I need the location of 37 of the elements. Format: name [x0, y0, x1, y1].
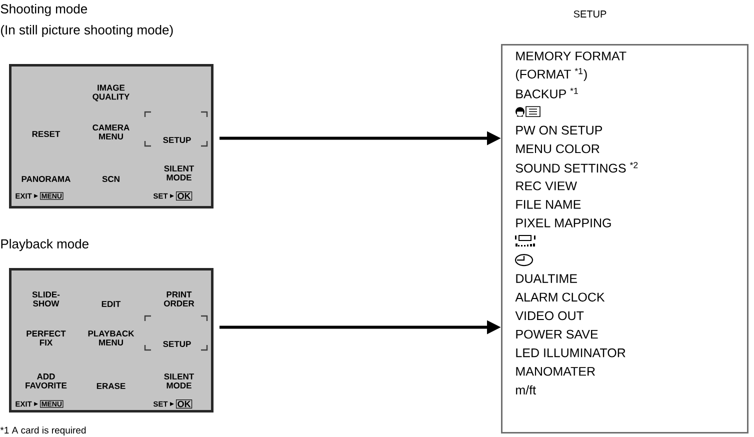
menu-option: MENU COLOR	[516, 144, 600, 154]
node-label: Shooting mode	[0, 4, 88, 16]
menu-item: PRINT ORDER	[164, 292, 194, 306]
node-label: (In still picture shooting mode)	[1, 24, 173, 38]
menu-item: SILENT MODE	[164, 374, 194, 388]
menu-option: m/ft	[516, 385, 536, 394]
menu-option: MANOMATER	[516, 366, 595, 376]
menu-option: SOUND SETTINGS $^{*2}$	[516, 162, 638, 173]
menu-item: SLIDE-SHOW	[32, 292, 60, 306]
menu-option: MEMORY FORMAT	[516, 52, 626, 60]
menu-item: ERASE	[96, 383, 126, 389]
node-label: Playback mode	[1, 238, 88, 252]
list-heading: SETUP	[574, 10, 606, 18]
menu-item: CAMERA MENU	[92, 124, 130, 140]
menu-option: POWER SAVE	[516, 330, 598, 339]
menu-item: PANORAMA	[22, 176, 70, 182]
menu-item: EDIT	[102, 301, 121, 307]
menu-item: SILENT MODE	[164, 166, 194, 180]
menu-item: SETUP	[163, 137, 191, 143]
menu-option: PIXEL MAPPING	[516, 218, 611, 228]
menu-item: SETUP	[163, 341, 191, 347]
menu-item: PERFECT FIX	[26, 330, 66, 346]
menu-option: BACKUP $^{*1}$	[516, 88, 578, 98]
menu-item: ADD FAVORITE	[26, 374, 67, 388]
footnote: *1 A card is required	[0, 426, 86, 436]
menu-item: RESET	[32, 131, 60, 137]
menu-option: REC VIEW	[516, 181, 577, 190]
menu-option: FILE NAME	[516, 200, 581, 209]
menu-option: PW ON SETUP	[516, 126, 602, 135]
menu-option: DUALTIME	[516, 274, 577, 283]
menu-item: PLAYBACK MENU	[88, 330, 134, 346]
menu-option: VIDEO OUT	[515, 311, 584, 320]
menu-option: ALARM CLOCK	[515, 292, 605, 302]
menu-option: (FORMAT $^{*1}$)	[516, 68, 587, 82]
menu-option: LED ILLUMINATOR	[516, 348, 626, 358]
menu-item: IMAGE QUALITY	[92, 84, 130, 102]
menu-item: SCN	[102, 176, 120, 182]
